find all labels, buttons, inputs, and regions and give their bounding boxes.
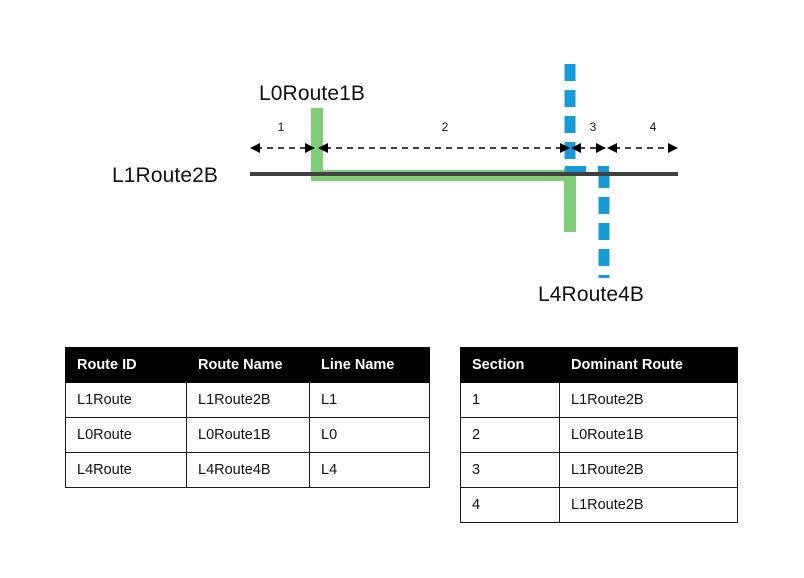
section-dominant-route-table: Section Dominant Route 1 L1Route2B 2 L0R… (460, 347, 738, 523)
label-l1route2b: L1Route2B (112, 164, 218, 187)
cell-section: 1 (460, 382, 560, 418)
cell-section: 2 (460, 417, 560, 453)
table-row: 4 L1Route2B (460, 487, 738, 523)
blue-route-l4route4b (564, 64, 610, 278)
diagram-canvas (250, 64, 678, 278)
section-number-2: 2 (441, 120, 449, 134)
column-header-route-id: Route ID (65, 347, 187, 383)
table-row: 2 L0Route1B (460, 417, 738, 453)
cell-dominant-route: L1Route2B (559, 452, 738, 488)
dim-arrow-right-4 (668, 143, 678, 153)
section-number-1: 1 (277, 120, 285, 134)
dim-arrow-right-3 (596, 143, 606, 153)
table-row: 1 L1Route2B (460, 382, 738, 418)
table-header-row: Route ID Route Name Line Name (65, 347, 430, 383)
cell-line-name: L4 (309, 452, 430, 488)
label-l0route1b: L0Route1B (259, 82, 365, 105)
dim-arrow-right-1 (305, 143, 315, 153)
table-row: L1Route L1Route2B L1 (65, 382, 430, 418)
section-number-3: 3 (589, 120, 597, 134)
cell-section: 3 (460, 452, 560, 488)
dim-arrow-left-3 (571, 143, 581, 153)
route-section-diagram: L0Route1B L1Route2B L4Route4B 1 2 3 4 (112, 64, 678, 306)
column-header-line-name: Line Name (309, 347, 430, 383)
cell-route-name: L1Route2B (186, 382, 310, 418)
cell-line-name: L0 (309, 417, 430, 453)
cell-dominant-route: L1Route2B (559, 382, 738, 418)
table-row: L4Route L4Route4B L4 (65, 452, 430, 488)
section-dimension-lines (250, 143, 678, 153)
cell-dominant-route: L1Route2B (559, 487, 738, 523)
dim-arrow-left-4 (607, 143, 617, 153)
dim-arrow-right-2 (560, 143, 570, 153)
column-header-dominant-route: Dominant Route (559, 347, 738, 383)
cell-line-name: L1 (309, 382, 430, 418)
cell-route-id: L0Route (65, 417, 187, 453)
dim-arrow-left-2 (318, 143, 328, 153)
cell-route-name: L0Route1B (186, 417, 310, 453)
column-header-section: Section (460, 347, 560, 383)
table-row: L0Route L0Route1B L0 (65, 417, 430, 453)
label-l4route4b: L4Route4B (538, 283, 644, 306)
dim-arrow-left-1 (250, 143, 260, 153)
cell-route-id: L4Route (65, 452, 187, 488)
cell-dominant-route: L0Route1B (559, 417, 738, 453)
green-vertical-stub-right (564, 170, 576, 232)
cell-route-id: L1Route (65, 382, 187, 418)
route-definition-table: Route ID Route Name Line Name L1Route L1… (65, 347, 430, 488)
column-header-route-name: Route Name (186, 347, 310, 383)
cell-route-name: L4Route4B (186, 452, 310, 488)
section-number-4: 4 (649, 120, 657, 134)
table-header-row: Section Dominant Route (460, 347, 738, 383)
table-row: 3 L1Route2B (460, 452, 738, 488)
green-vertical-stub-left (311, 108, 323, 181)
cell-section: 4 (460, 487, 560, 523)
